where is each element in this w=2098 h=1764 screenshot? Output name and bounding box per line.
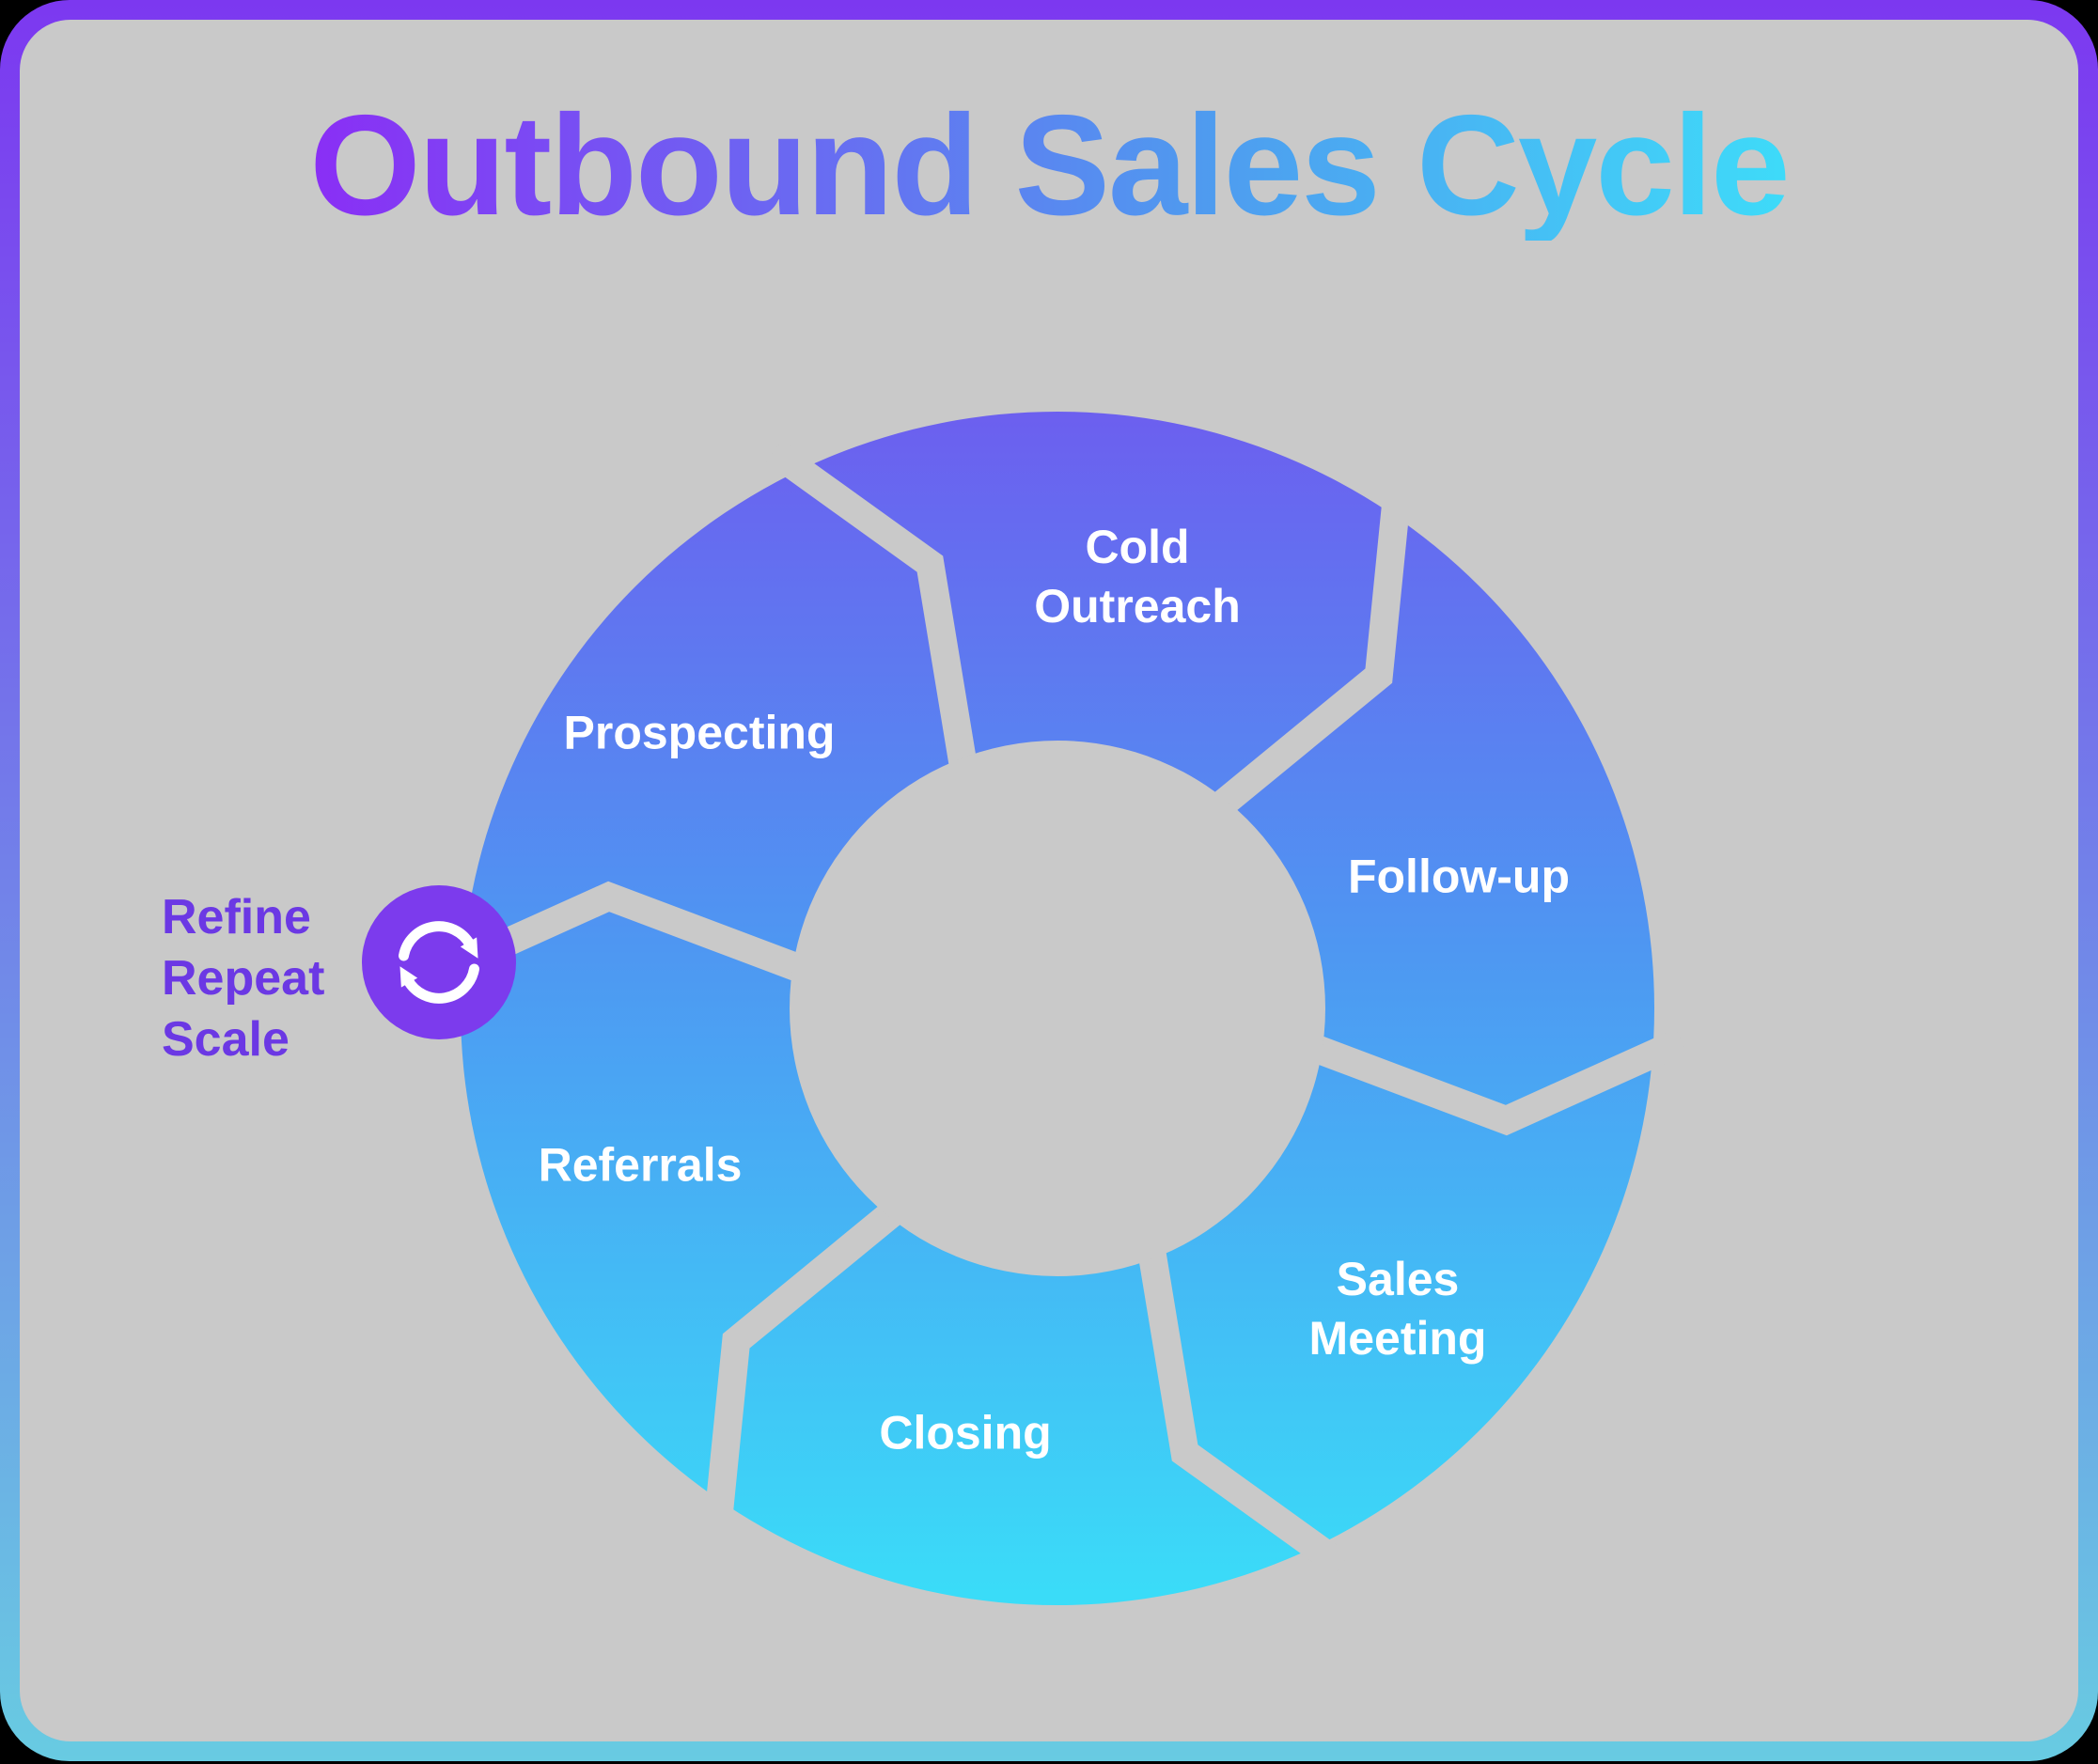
divider-gap xyxy=(1133,1223,1350,1577)
sync-badge xyxy=(362,885,516,1039)
stage-label-closing: Closing xyxy=(879,1406,1052,1460)
cycle-ring-hole xyxy=(790,741,1325,1276)
sync-arrows-icon xyxy=(399,921,479,1004)
loop-label: Refine Repeat Scale xyxy=(162,890,325,1067)
page-title-text: Outbound Sales Cycle xyxy=(309,86,1790,245)
sync-badge-circle xyxy=(362,885,516,1039)
page-title: Outbound Sales Cycle xyxy=(0,90,2098,241)
stage-label-follow-up: Follow-up xyxy=(1347,850,1571,903)
stage-label-sales-meeting: Sales Meeting xyxy=(1308,1253,1487,1365)
divider-gap xyxy=(765,440,982,794)
stage-label-cold-outreach: Cold Outreach xyxy=(1034,521,1241,632)
stage-label-referrals: Referrals xyxy=(538,1138,743,1192)
divider-gap xyxy=(702,1183,924,1535)
divider-gaps xyxy=(427,440,1688,1577)
divider-gap xyxy=(1191,482,1413,834)
divider-gap xyxy=(1285,1025,1688,1136)
stage-label-prospecting: Prospecting xyxy=(563,706,836,759)
